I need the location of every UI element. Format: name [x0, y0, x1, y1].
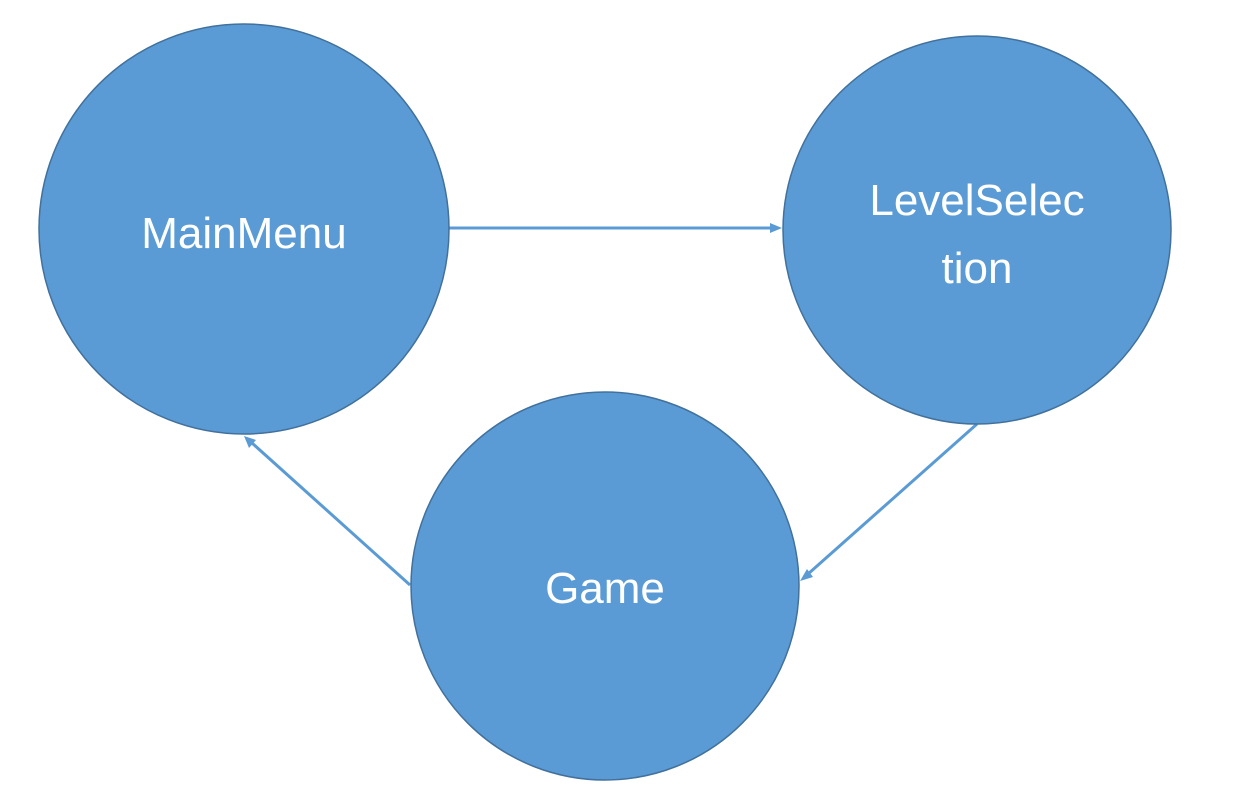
node-circle [410, 391, 800, 781]
edge-game-to-mainmenu [244, 436, 412, 587]
edge-levelselection-to-game [800, 422, 978, 581]
edge-line [250, 441, 412, 587]
node-game: Game [410, 391, 800, 781]
edge-line [807, 422, 978, 576]
node-circle [782, 35, 1172, 425]
edge-mainmenu-to-levelselection [448, 223, 782, 233]
arrowhead-icon [244, 436, 256, 448]
node-label-line-2: tion [942, 244, 1013, 293]
node-label: MainMenu [141, 209, 346, 258]
node-label-line-1: LevelSelec [869, 176, 1084, 225]
arrowhead-icon [800, 569, 813, 581]
node-label: Game [545, 564, 665, 613]
node-levelselection: LevelSelec tion [782, 35, 1172, 425]
arrowhead-icon [770, 223, 782, 233]
node-circle [38, 23, 450, 435]
node-mainmenu: MainMenu [38, 23, 450, 435]
